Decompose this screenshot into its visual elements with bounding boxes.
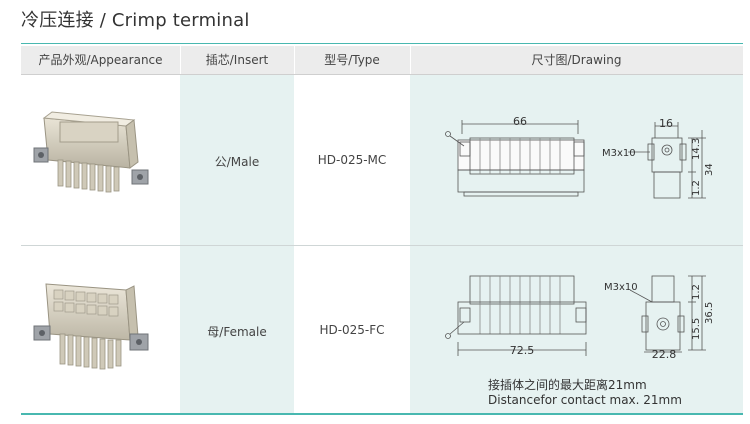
male-connector-image — [33, 111, 149, 193]
header-type: 型号/Type — [324, 53, 380, 67]
male-screw-label: M3x10 — [602, 148, 636, 159]
male-dim-side-width: 16 — [659, 117, 673, 130]
note-chinese: 接插体之间的最大距离21mm — [488, 378, 647, 392]
male-dim-h1: 14.3 — [691, 138, 702, 160]
header-divider — [410, 46, 411, 74]
header-divider — [180, 46, 181, 74]
female-screw-label: M3x10 — [604, 282, 638, 293]
male-dimension-drawing: 66 16 M3x10 14.3 34 1.2 — [445, 115, 715, 199]
male-dim-h2: 34 — [704, 163, 715, 176]
row1-type: HD-025-MC — [317, 153, 387, 167]
header-insert: 插芯/Insert — [205, 53, 269, 67]
note-english: Distancefor contact max. 21mm — [488, 393, 682, 407]
male-dim-h3: 1.2 — [691, 180, 702, 196]
header-divider — [294, 46, 295, 74]
header-appearance: 产品外观/Appearance — [38, 53, 163, 67]
female-dim-width: 72.5 — [510, 344, 535, 357]
header-drawing: 尺寸图/Drawing — [531, 53, 622, 67]
male-dim-width: 66 — [513, 115, 527, 128]
row2-type: HD-025-FC — [319, 323, 385, 337]
female-dim-h2: 36.5 — [704, 302, 715, 324]
table-bottom-line — [21, 413, 743, 415]
female-dim-side-width: 22.8 — [652, 348, 677, 361]
row2-insert: 母/Female — [207, 325, 267, 339]
row1-insert: 公/Male — [214, 155, 260, 169]
female-connector-image — [33, 283, 149, 370]
drawing-column-bg — [410, 75, 743, 413]
page-title: 冷压连接 / Crimp terminal — [21, 10, 250, 31]
table-header: 产品外观/Appearance 插芯/Insert 型号/Type 尺寸图/Dr… — [21, 46, 743, 75]
female-dim-h1: 1.2 — [691, 284, 702, 300]
female-dimension-drawing: 72.5 22.8 M3x10 1.2 36.5 15.5 — [445, 275, 715, 361]
female-dim-h3: 15.5 — [691, 318, 702, 340]
insert-column-bg — [180, 75, 294, 413]
row-divider — [21, 245, 743, 246]
title-underline — [21, 43, 743, 44]
